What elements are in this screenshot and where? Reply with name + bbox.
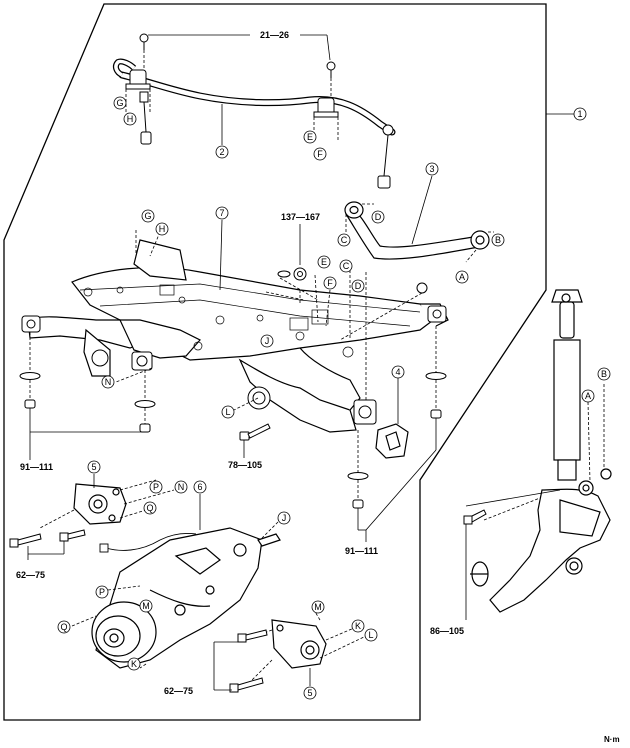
shock-absorber: [551, 289, 583, 481]
callout-m-1: M: [142, 601, 150, 611]
crossmember-dashed-guides: [29, 230, 437, 500]
torque-t7: 62—75: [164, 686, 193, 696]
crossmember-washers-nuts: [19, 267, 447, 509]
callout-p-2: P: [99, 587, 105, 597]
differential-dashed: [71, 521, 279, 669]
torque-t1: 21—26: [260, 30, 289, 40]
torque-t4: 78—105: [228, 460, 262, 470]
callout-1: 1: [577, 109, 582, 119]
stabilizer-bar: [112, 58, 396, 136]
callout-l-2: L: [368, 630, 373, 640]
callout-c-1: C: [341, 235, 348, 245]
callout-a-2: A: [585, 391, 591, 401]
diff-mount-bolts-lower: [229, 629, 268, 693]
torque-leader-t7: [213, 641, 240, 691]
stabilizer-control-link-right: [326, 61, 394, 189]
crossmember-mount-bushings: [21, 305, 447, 425]
torque-t2: 137—167: [281, 212, 320, 222]
torque-leader-t1: [148, 34, 331, 61]
callout-c-2: C: [343, 261, 350, 271]
crossmember-bolt: [239, 423, 271, 441]
callout-k-2: K: [355, 621, 361, 631]
differential-mount-lower: [271, 619, 327, 669]
torque-leader-t5: [357, 418, 437, 542]
torque-leader-t8: [465, 489, 561, 620]
callout-b-1: B: [495, 235, 501, 245]
torque-t3: 91—111: [20, 462, 53, 472]
callout-n-1: N: [105, 377, 112, 387]
torque-t6: 62—75: [16, 570, 45, 580]
rear-knuckle-lower-arm: [470, 468, 612, 613]
callout-6: 6: [197, 482, 202, 492]
callout-4: 4: [395, 367, 400, 377]
callout-e-1: E: [307, 132, 313, 142]
callout-7: 7: [219, 208, 224, 218]
torque-unit-label: N·m: [604, 735, 620, 744]
assembly-frame: [3, 3, 547, 721]
stabilizer-bushing-left: [125, 69, 151, 90]
torque-t8: 86—105: [430, 626, 464, 636]
differential-harness: [99, 533, 197, 553]
diff-mount-upper-dashed: [39, 479, 175, 529]
rear-crossmember: [27, 239, 449, 433]
callout-numbers: [87, 107, 587, 700]
leader-3: [411, 175, 433, 245]
callout-letter-texts: G H E F D C B A G H E F C D J L N B A P …: [60, 98, 607, 669]
callout-h-1: H: [127, 114, 134, 124]
callout-j-2: J: [282, 513, 287, 523]
differential-mount-upper: [73, 483, 127, 525]
torque-leader-t6: [27, 541, 65, 560]
callout-f-2: F: [327, 278, 333, 288]
knuckle-bolt: [463, 509, 487, 525]
diff-mount-bolts-upper: [9, 529, 86, 548]
callout-g-2: G: [144, 211, 151, 221]
torque-t5: 91—111: [345, 546, 378, 556]
callout-q-2: Q: [60, 622, 67, 632]
upper-control-arm: [344, 201, 490, 260]
crossmember-detail: [79, 283, 421, 358]
callout-a-1: A: [459, 272, 465, 282]
callout-m-2: M: [314, 602, 322, 612]
rear-differential: [91, 527, 281, 669]
callout-3: 3: [429, 164, 434, 174]
callout-b-2: B: [601, 369, 607, 379]
dynamic-damper: [375, 423, 409, 459]
callout-5-upper: 5: [91, 462, 96, 472]
stabilizer-control-link-left: [139, 33, 152, 145]
callout-h-2: H: [159, 224, 166, 234]
callout-q-1: Q: [146, 503, 153, 513]
callout-d-2: D: [355, 281, 362, 291]
callout-k-1: K: [131, 659, 137, 669]
leader-7: [219, 219, 223, 291]
callout-p-1: P: [153, 482, 159, 492]
callout-n-2: N: [178, 482, 185, 492]
callout-2: 2: [219, 147, 224, 157]
callout-g-1: G: [116, 98, 123, 108]
callout-e-2: E: [321, 257, 327, 267]
stabilizer-bushing-right: [313, 97, 339, 118]
callout-d-1: D: [375, 212, 382, 222]
callout-l-1: L: [225, 407, 230, 417]
torque-leader-t3: [29, 408, 145, 460]
knuckle-dashed: [483, 384, 605, 521]
callout-5-lower: 5: [307, 688, 312, 698]
callout-j-1: J: [265, 336, 270, 346]
upper-arm-dashed-guides: [345, 203, 494, 263]
callout-letters: [57, 96, 611, 671]
callout-f-1: F: [317, 149, 323, 159]
stabilizer-dashed-guides: [125, 50, 339, 140]
